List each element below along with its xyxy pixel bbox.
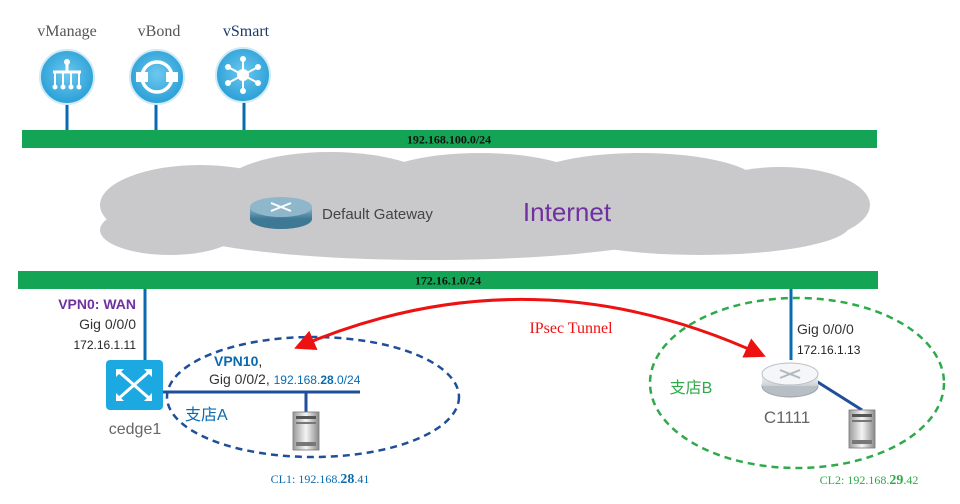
client2-label: CL2: 192.168.29.42 [820, 473, 919, 488]
network-bar-top [22, 130, 877, 148]
vbond-icon [129, 49, 185, 105]
branch-b-client-link [815, 379, 863, 412]
c1111-interface-label: Gig 0/0/0 [797, 321, 854, 337]
c1111-ip-label: 172.16.1.13 [797, 343, 861, 357]
branch-b-boundary [648, 296, 946, 470]
branch-a-vpn-suffix: , [258, 353, 262, 369]
cedge-interface-label: Gig 0/0/0 [79, 316, 136, 332]
cedge-ip-label: 172.16.1.11 [73, 338, 136, 352]
client1-server-icon [292, 411, 320, 451]
vmanage-label: vManage [37, 23, 97, 40]
cedge-name-label: cedge1 [109, 421, 162, 438]
c1111-router-icon [761, 362, 819, 398]
client2-bold: 29 [889, 473, 903, 488]
client2-pre: CL2: 192.168. [820, 473, 890, 487]
internet-cloud [100, 152, 870, 260]
default-gateway-label: Default Gateway [322, 206, 433, 223]
cedge-switch-icon [106, 360, 163, 410]
client1-bold: 28 [340, 472, 354, 487]
default-gateway-router-icon [250, 197, 312, 229]
c1111-name-label: C1111 [764, 408, 810, 427]
branch-a-subnet-pre: 192.168. [274, 373, 321, 387]
branch-a-subnet-post: .0/24 [334, 373, 361, 387]
vsmart-icon [215, 47, 271, 103]
ipsec-tunnel-arrow [294, 297, 766, 358]
client2-post: .42 [903, 473, 918, 487]
client1-post: .41 [354, 472, 369, 486]
client1-pre: CL1: 192.168. [271, 472, 341, 486]
vmanage-icon [39, 49, 95, 105]
branch-a-label: 支店A [185, 406, 228, 424]
network-bar-bottom [18, 271, 878, 289]
branch-a-vpn: VPN10, [214, 353, 262, 369]
branch-a-interface: Gig 0/0/2, 192.168.28.0/24 [209, 371, 361, 387]
cedge-vpn-label: VPN0: WAN [58, 296, 136, 312]
client2-server-icon [848, 409, 876, 449]
branch-b-label: 支店B [670, 379, 713, 397]
branch-a-iface: Gig 0/0/2, [209, 371, 274, 387]
vsmart-label: vSmart [223, 23, 270, 40]
branch-a-subnet-bold: 28 [320, 373, 334, 387]
client1-label: CL1: 192.168.28.41 [271, 472, 370, 487]
ipsec-tunnel-label: IPsec Tunnel [529, 320, 613, 337]
vbond-label: vBond [138, 23, 181, 40]
internet-label: Internet [523, 197, 612, 227]
network-top-label: 192.168.100.0/24 [407, 133, 491, 147]
branch-a-vpn-name: VPN10 [214, 353, 259, 369]
network-bottom-label: 172.16.1.0/24 [415, 274, 481, 288]
